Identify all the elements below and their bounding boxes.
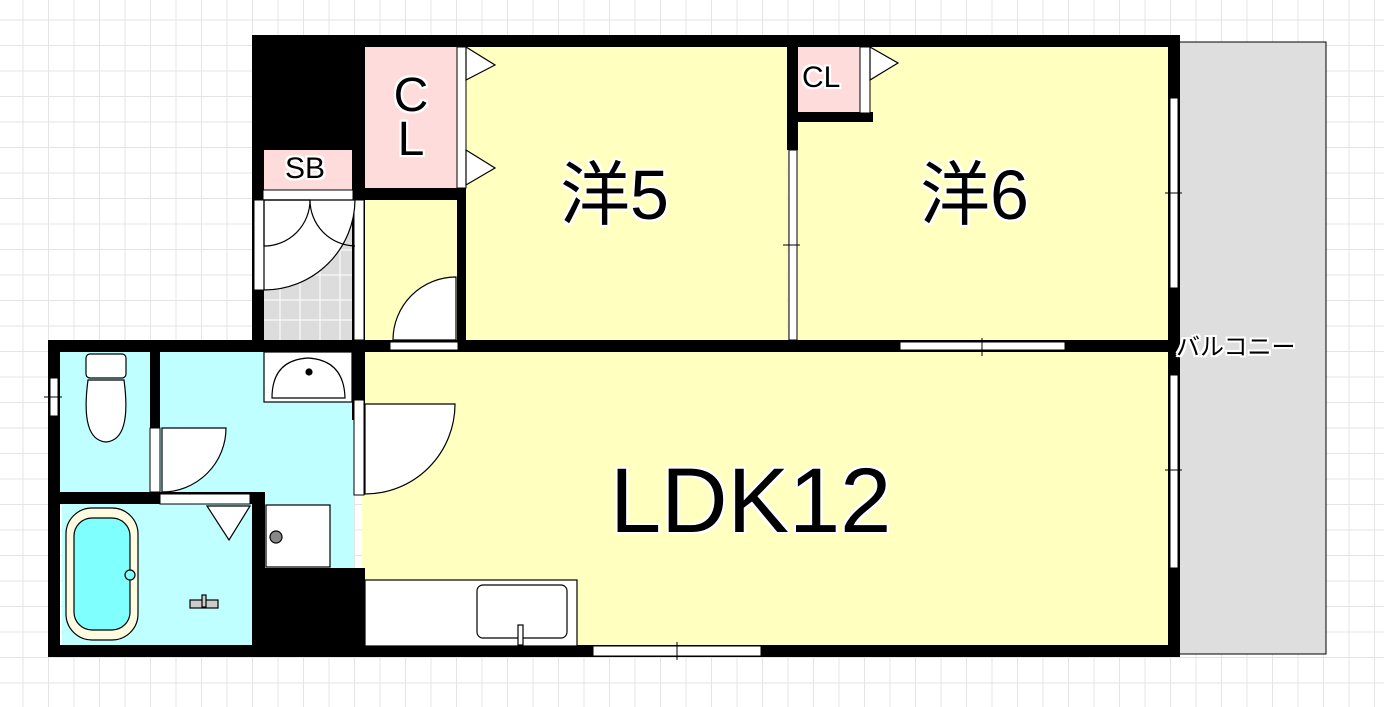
door-hall-threshold	[389, 341, 459, 351]
closet-label-l: L	[397, 113, 425, 166]
bathtub-basin	[73, 517, 131, 631]
closet-western6-floor	[798, 47, 860, 113]
balcony-label: バルコニー	[1176, 334, 1296, 361]
closet-label-western-5: C L	[381, 69, 441, 166]
room-western-5-floor	[465, 46, 787, 342]
closet-arrow-1	[465, 45, 497, 81]
closet-label-c: C	[393, 69, 429, 122]
toilet-door-swing	[161, 427, 227, 493]
shoebox-floor	[263, 150, 353, 190]
bath-door-fold	[205, 505, 252, 542]
closet-arrow-2	[465, 148, 497, 187]
balcony-area	[1175, 41, 1327, 655]
closet-door-western5	[456, 46, 467, 189]
toilet-tank	[85, 353, 127, 379]
shoebox-label: SB	[285, 152, 326, 185]
closet-arrow-3	[869, 45, 900, 82]
room-label-ldk: LDK12	[610, 450, 892, 552]
room-label-western-6: 洋6	[920, 156, 1029, 234]
closet-door-western6	[859, 46, 871, 114]
ldk-door-swing	[364, 403, 456, 495]
entrance-door-swing	[263, 199, 356, 291]
room-label-western-5: 洋5	[560, 156, 669, 234]
window-ldk-balcony	[1169, 374, 1179, 569]
hall-door-swing	[392, 276, 457, 341]
closet-label-western-6: CL	[802, 61, 841, 94]
washbasin-bowl	[271, 357, 346, 399]
toilet-bowl	[85, 379, 127, 443]
closet-western5-floor	[365, 47, 457, 188]
